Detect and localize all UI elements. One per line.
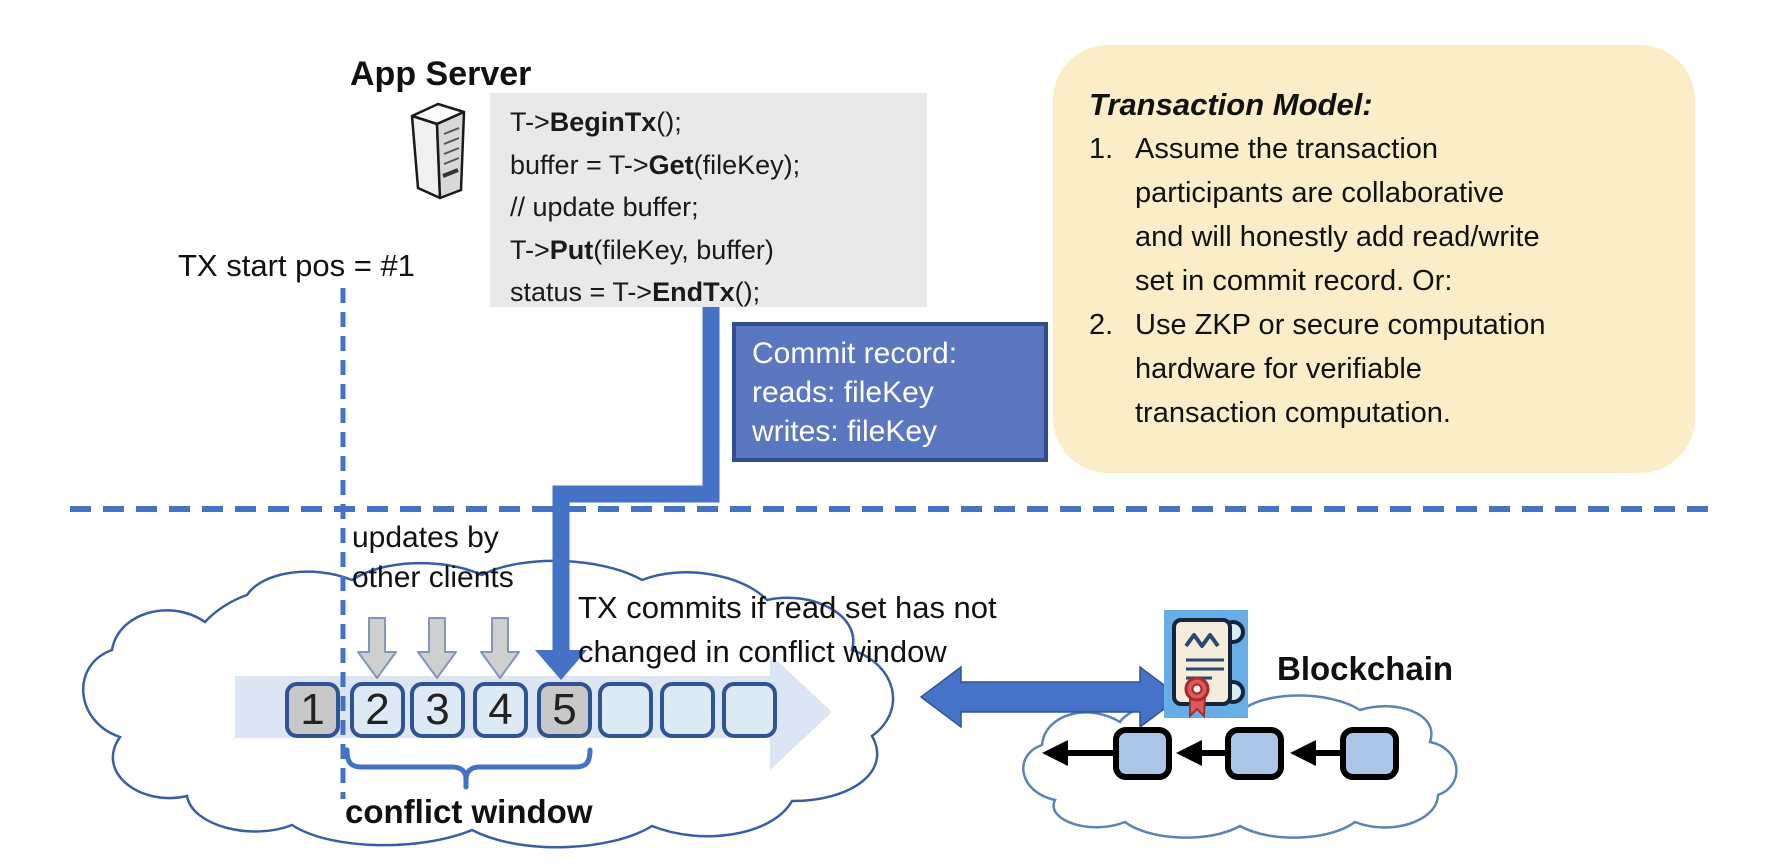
transaction-code-block: T->BeginTx(); buffer = T->Get(fileKey); … (490, 93, 927, 307)
list-number: 1. (1089, 133, 1114, 165)
blue-elbow-down-arrow (535, 307, 720, 680)
transaction-model-item-1: 1. Assume the transaction participants a… (1089, 127, 1665, 303)
gray-down-arrow-icon (357, 617, 520, 679)
timeline-box-8 (722, 682, 777, 738)
black-left-arrow (1042, 740, 1345, 766)
blockchain-block (1113, 727, 1172, 780)
commit-record-line: writes: fileKey (752, 415, 938, 448)
updates-by-label: updates by other clients (352, 521, 514, 594)
tx-commits-label: TX commits if read set has not changed i… (578, 590, 997, 669)
certificate-scroll-icon (1164, 610, 1248, 719)
code-line: buffer = T->Get(fileKey); (510, 149, 801, 180)
commit-record-box: Commit record: reads: fileKey writes: fi… (732, 322, 1048, 462)
list-item-text: Assume the transaction participants are … (1135, 133, 1540, 297)
conflict-window-brace (344, 747, 593, 790)
conflict-window-label: conflict window (345, 793, 593, 830)
list-number: 2. (1089, 309, 1114, 341)
timeline-box-6 (598, 682, 653, 738)
transaction-model-item-2: 2. Use ZKP or secure computation hardwar… (1089, 303, 1665, 435)
timeline-box-5: 5 (537, 682, 592, 738)
code-line: T->BeginTx(); (510, 107, 682, 137)
timeline-box-3: 3 (410, 682, 465, 738)
tx-start-pos-label: TX start pos = #1 (178, 248, 415, 283)
blockchain-block (1225, 727, 1284, 780)
timeline-box-2: 2 (350, 682, 405, 738)
commit-record-line: Commit record: (752, 337, 958, 370)
commit-record-line: reads: fileKey (752, 376, 934, 409)
transaction-model-note: Transaction Model: 1. Assume the transac… (1053, 45, 1695, 473)
timeline-box-1: 1 (285, 682, 340, 738)
server-tower-icon (410, 102, 466, 200)
code-line: T->Put(fileKey, buffer) (510, 234, 774, 265)
blockchain-block (1340, 727, 1399, 780)
timeline-box-4: 4 (473, 682, 528, 738)
code-line: status = T->EndTx(); (510, 277, 761, 307)
transaction-model-title: Transaction Model: (1089, 87, 1373, 122)
app-server-title: App Server (350, 55, 532, 93)
code-line: // update buffer; (510, 192, 699, 222)
blue-double-headed-arrow (919, 665, 1182, 729)
list-item-text: Use ZKP or secure computation hardware f… (1135, 309, 1546, 429)
timeline-box-7 (660, 682, 715, 738)
blockchain-label: Blockchain (1277, 650, 1454, 687)
